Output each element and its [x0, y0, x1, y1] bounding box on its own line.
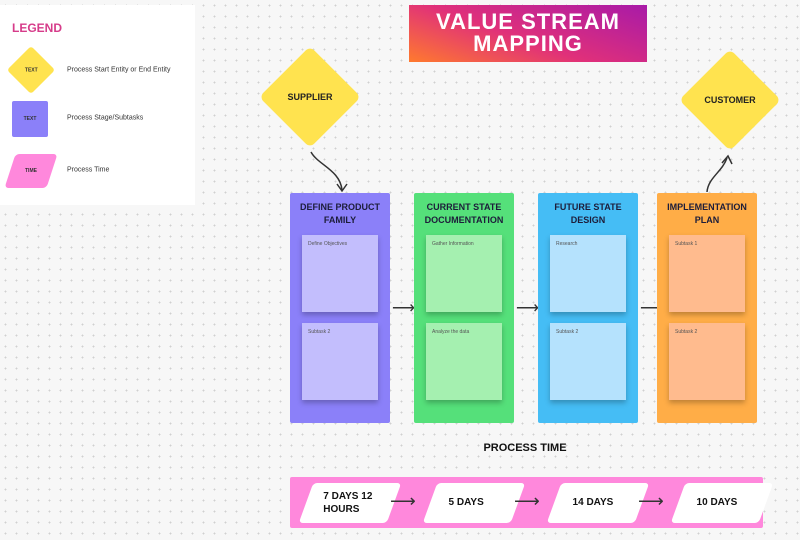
- stage-column[interactable]: IMPLEMENTATION PLAN Subtask 1 Subtask 2: [657, 193, 757, 423]
- stage-column[interactable]: CURRENT STATE DOCUMENTATION Gather Inform…: [414, 193, 514, 423]
- stage-title: DEFINE PRODUCT FAMILY: [299, 202, 380, 225]
- sticky-note[interactable]: Research: [550, 235, 626, 312]
- arrow-right-icon: ⟶: [516, 300, 539, 317]
- time-box[interactable]: 10 DAYS: [670, 483, 774, 523]
- legend-item-entity: TEXT Process Start Entity or End Entity: [0, 45, 195, 95]
- sticky-note[interactable]: Gather Information: [426, 235, 502, 312]
- customer-label: CUSTOMER: [704, 95, 756, 105]
- time-box[interactable]: 5 DAYS: [422, 483, 526, 523]
- supplier-label: SUPPLIER: [287, 92, 333, 102]
- square-icon: TEXT: [12, 101, 48, 137]
- legend-title: LEGEND: [12, 21, 63, 35]
- arrow-right-icon: ⟶: [514, 491, 540, 511]
- process-time-label: PROCESS TIME: [483, 442, 567, 454]
- legend-item-time: TIME Process Time: [0, 150, 195, 190]
- arrow-right-icon: ⟶: [638, 491, 664, 511]
- sticky-note[interactable]: Subtask 2: [550, 323, 626, 400]
- sticky-note[interactable]: Define Objectives: [302, 235, 378, 312]
- legend-label: Process Stage/Subtasks: [67, 114, 144, 122]
- sticky-note[interactable]: Subtask 2: [669, 323, 745, 400]
- arrow-right-icon: ⟶: [390, 491, 416, 511]
- arrow-right-icon: ⟶: [392, 300, 415, 317]
- sticky-note[interactable]: Analyze the data: [426, 323, 502, 400]
- sticky-note[interactable]: Subtask 1: [669, 235, 745, 312]
- legend-panel: LEGEND TEXT Process Start Entity or End …: [0, 5, 195, 205]
- sticky-note[interactable]: Subtask 2: [302, 323, 378, 400]
- stage-title: FUTURE STATE DESIGN: [554, 202, 622, 225]
- legend-label: Process Time: [67, 166, 110, 174]
- process-time-bar: 7 DAYS 12 HOURS ⟶ 5 DAYS ⟶ 14 DAYS ⟶ 10 …: [290, 477, 774, 528]
- stage-title: IMPLEMENTATION PLAN: [667, 202, 747, 225]
- legend-label: Process Start Entity or End Entity: [67, 66, 171, 74]
- stage-title: CURRENT STATE DOCUMENTATION: [424, 202, 504, 225]
- legend-item-stage: TEXT Process Stage/Subtasks: [0, 98, 195, 138]
- time-box[interactable]: 7 DAYS 12 HOURS: [298, 483, 402, 523]
- time-box[interactable]: 14 DAYS: [546, 483, 650, 523]
